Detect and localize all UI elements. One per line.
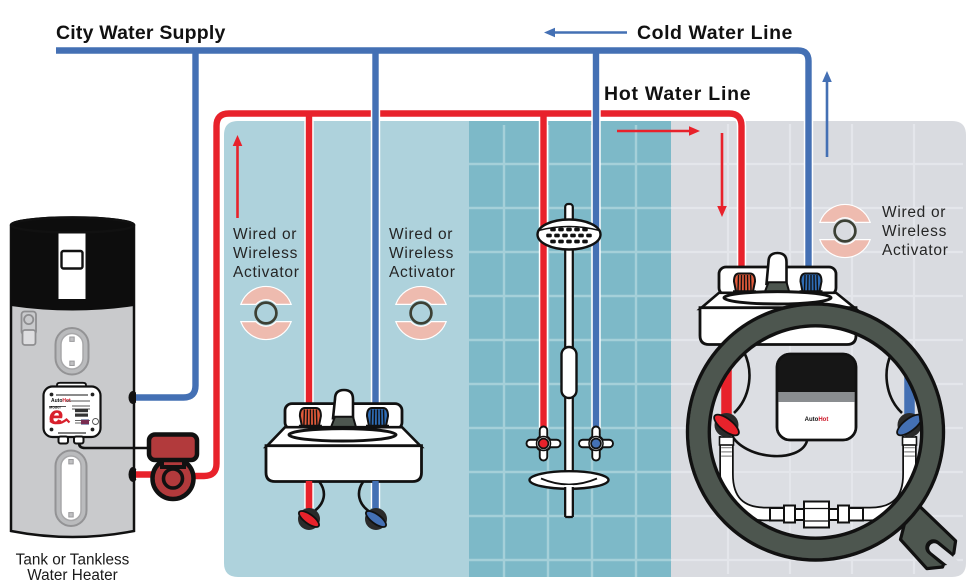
svg-text:Water Heater: Water Heater — [27, 567, 117, 583]
svg-text:Activator: Activator — [882, 242, 949, 259]
svg-text:e: e — [49, 402, 63, 430]
svg-text:Activator: Activator — [233, 264, 300, 281]
svg-text:Wireless: Wireless — [389, 245, 454, 262]
svg-text:Wireless: Wireless — [233, 245, 298, 262]
svg-text:Wireless: Wireless — [882, 223, 947, 240]
svg-text:Wired or: Wired or — [389, 226, 453, 243]
svg-text:Tank or Tankless: Tank or Tankless — [16, 552, 130, 569]
svg-text:AutoHot: AutoHot — [805, 417, 829, 423]
svg-text:Hot Water Line: Hot Water Line — [604, 83, 751, 105]
svg-text:Wired or: Wired or — [233, 226, 297, 243]
svg-text:City Water Supply: City Water Supply — [56, 22, 226, 44]
svg-text:Activator: Activator — [389, 264, 456, 281]
svg-text:Cold Water Line: Cold Water Line — [637, 22, 793, 44]
svg-text:Wired or: Wired or — [882, 204, 946, 221]
svg-text:Model: Model — [49, 405, 61, 410]
